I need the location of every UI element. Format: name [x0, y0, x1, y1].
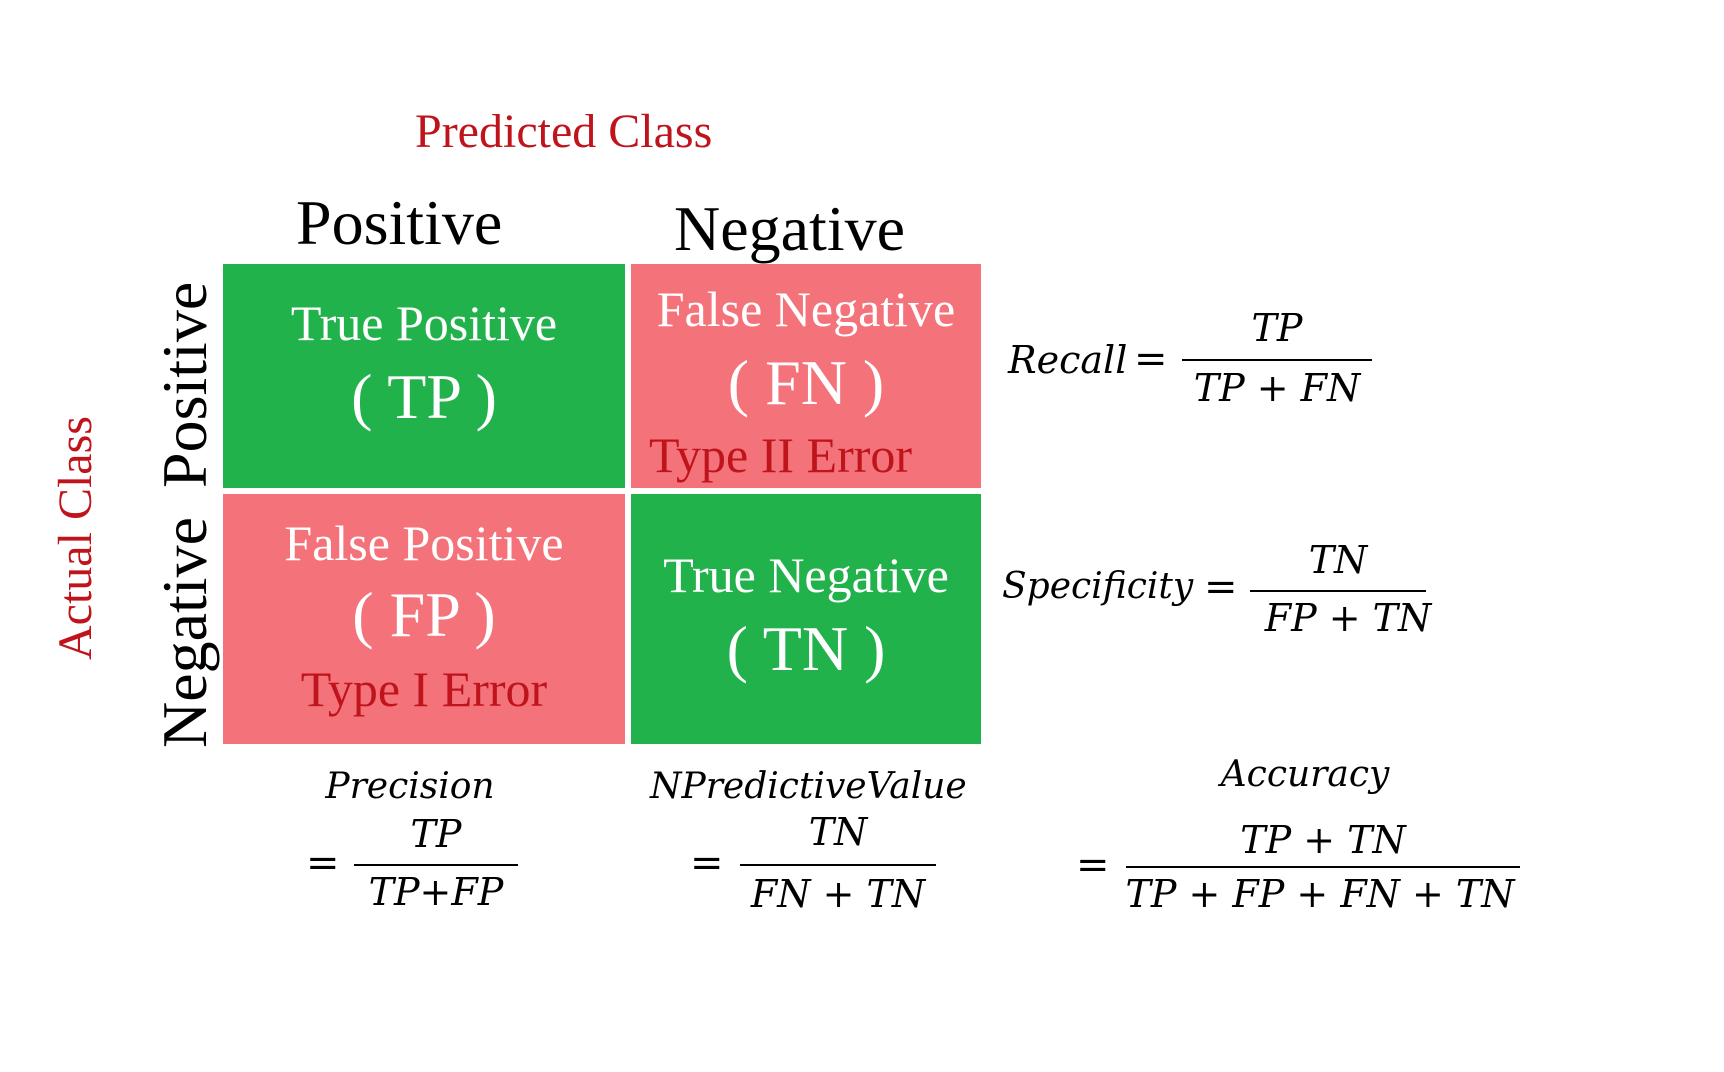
npv-fraction-line — [740, 864, 936, 866]
fn-abbr: ( FN ) — [727, 347, 885, 418]
specificity-denominator: FP + TN — [1264, 596, 1432, 640]
accuracy-fraction-line — [1126, 866, 1520, 868]
cell-true-positive: True Positive ( TP ) — [223, 264, 625, 488]
accuracy-equals: = — [1076, 842, 1110, 888]
npv-name: NPredictiveValue — [650, 766, 967, 807]
specificity-name: Specificity — [1002, 566, 1194, 607]
precision-fraction-line — [354, 864, 518, 866]
specificity-numerator: TN — [1308, 538, 1368, 582]
accuracy-denominator: TP + FP + FN + TN — [1125, 872, 1515, 916]
tn-title: True Negative — [663, 547, 949, 603]
fn-error: Type II Error — [649, 427, 913, 483]
precision-equals: = — [306, 840, 340, 886]
recall-name: Recall — [1008, 338, 1128, 382]
column-header-positive: Positive — [296, 187, 503, 258]
tp-title: True Positive — [290, 295, 558, 351]
specificity-fraction-line — [1250, 590, 1426, 592]
accuracy-name: Accuracy — [1220, 754, 1390, 795]
recall-denominator: TP + FN — [1193, 366, 1361, 410]
predicted-class-label: Predicted Class — [415, 105, 713, 158]
npv-numerator: TN — [808, 810, 868, 854]
precision-numerator: TP — [410, 812, 462, 856]
npv-denominator: FN + TN — [750, 872, 926, 916]
cell-false-negative: False Negative ( FN ) Type II Error — [631, 264, 981, 488]
fp-title: False Positive — [284, 515, 564, 571]
recall-fraction-line — [1182, 359, 1372, 361]
column-header-negative: Negative — [674, 193, 905, 264]
tp-abbr: ( TP ) — [351, 361, 497, 432]
tn-abbr: ( TN ) — [726, 613, 886, 684]
fn-title: False Negative — [656, 281, 956, 337]
specificity-equals: = — [1204, 564, 1238, 610]
npv-equals: = — [690, 840, 724, 886]
actual-class-label: Actual Class — [49, 416, 102, 660]
precision-denominator: TP+FP — [368, 870, 504, 914]
fp-error: Type I Error — [300, 661, 548, 717]
fp-abbr: ( FP ) — [352, 579, 496, 650]
cell-true-negative: True Negative ( TN ) — [631, 494, 981, 744]
recall-equals: = — [1134, 336, 1168, 382]
recall-numerator: TP — [1251, 306, 1303, 350]
precision-name: Precision — [325, 766, 495, 807]
row-header-positive: Positive — [149, 281, 220, 488]
accuracy-numerator: TP + TN — [1240, 818, 1406, 862]
cell-false-positive: False Positive ( FP ) Type I Error — [223, 494, 625, 744]
row-header-negative: Negative — [149, 517, 220, 748]
